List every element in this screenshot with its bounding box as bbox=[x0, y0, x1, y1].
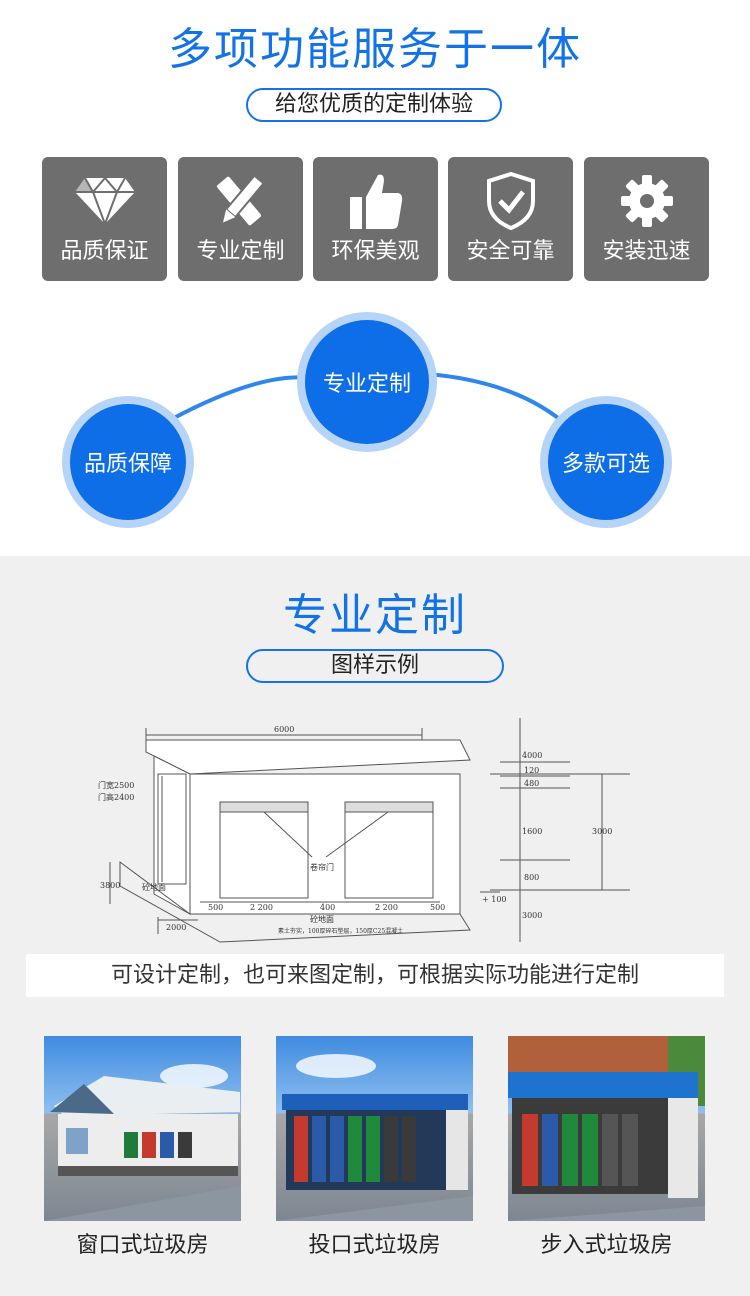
right-dim-4000: 4000 bbox=[522, 751, 542, 760]
circle-custom: 专业定制 bbox=[305, 320, 429, 444]
gear-icon bbox=[584, 169, 709, 233]
advantage-circles: 品质保障 专业定制 多款可选 bbox=[0, 300, 750, 540]
dim-500b: 500 bbox=[430, 903, 445, 912]
product-caption: 投口式垃圾房 bbox=[308, 1233, 441, 1258]
circle-options: 多款可选 bbox=[548, 404, 664, 520]
custom-note: 可设计定制，也可来图定制，可根据实际功能进行定制 bbox=[26, 954, 724, 997]
product-photo-window bbox=[44, 1036, 241, 1221]
section-subtitle: 图样示例 bbox=[246, 649, 504, 683]
right-dim-3000a: 3000 bbox=[522, 911, 542, 920]
product-caption: 步入式垃圾房 bbox=[540, 1233, 673, 1258]
right-dim-1600: 1600 bbox=[522, 827, 542, 836]
ground-left-label: 砼地面 bbox=[142, 882, 166, 892]
dim-width: 6000 bbox=[274, 725, 294, 734]
feature-tile-eco: 环保美观 bbox=[313, 157, 438, 281]
feature-label: 专业定制 bbox=[196, 239, 285, 264]
right-dim-3000b: 3000 bbox=[592, 827, 612, 836]
pencil-ruler-icon bbox=[178, 169, 303, 233]
door-height-label: 门高2400 bbox=[98, 792, 134, 802]
dim-2200b: 2 200 bbox=[375, 903, 398, 912]
section-title: 专业定制 bbox=[283, 590, 467, 641]
feature-tile-install: 安装迅速 bbox=[584, 157, 709, 281]
feature-tile-safety: 安全可靠 bbox=[448, 157, 573, 281]
features-section: 多项功能服务于一体 给您优质的定制体验 品质保证 bbox=[0, 0, 750, 556]
product-photo-dropin bbox=[276, 1036, 473, 1221]
feature-label: 品质保证 bbox=[60, 239, 149, 264]
feature-tile-custom: 专业定制 bbox=[178, 157, 303, 281]
product-photo-walkin bbox=[508, 1036, 705, 1221]
ground-center-label: 砼地面 bbox=[310, 914, 334, 924]
ground-note: 素土夯实，100厚碎石垫层，150厚C25混凝土 bbox=[278, 927, 403, 935]
thumbs-up-icon bbox=[313, 169, 438, 233]
section-title: 多项功能服务于一体 bbox=[168, 24, 582, 75]
right-dim-480: 480 bbox=[524, 779, 539, 788]
custom-section: 专业定制 图样示例 bbox=[0, 556, 750, 1296]
feature-label: 安全可靠 bbox=[466, 239, 555, 264]
right-dim-120: 120 bbox=[524, 766, 539, 775]
feature-tile-quality: 品质保证 bbox=[42, 157, 167, 281]
feature-tiles: 品质保证 专业定制 环保美观 bbox=[42, 157, 710, 281]
product-photos: 窗口式垃圾房 投口式垃圾房 步入式垃圾房 bbox=[0, 1036, 750, 1286]
product-caption: 窗口式垃圾房 bbox=[76, 1233, 209, 1258]
dim-2000: 2000 bbox=[166, 923, 186, 932]
dim-3800: 3800 bbox=[100, 881, 120, 890]
section-subtitle: 给您优质的定制体验 bbox=[246, 88, 502, 122]
right-dim-800: 800 bbox=[524, 873, 539, 882]
door-width-label: 门宽2500 bbox=[98, 780, 134, 790]
connector-arc bbox=[169, 372, 572, 430]
blueprint-drawing: 6000 门宽2500 门高2400 卷帘门 砼地面 砼地面 素土夯实，100厚… bbox=[98, 718, 630, 943]
diamond-icon bbox=[42, 169, 167, 233]
right-dim-100: + 100 bbox=[482, 895, 507, 904]
feature-label: 环保美观 bbox=[331, 239, 420, 264]
shield-check-icon bbox=[448, 169, 573, 233]
dim-400: 400 bbox=[320, 903, 335, 912]
circle-quality: 品质保障 bbox=[70, 404, 186, 520]
dim-500a: 500 bbox=[208, 903, 223, 912]
dim-2200a: 2 200 bbox=[250, 903, 273, 912]
roller-door-label: 卷帘门 bbox=[310, 862, 334, 872]
feature-label: 安装迅速 bbox=[602, 239, 691, 264]
